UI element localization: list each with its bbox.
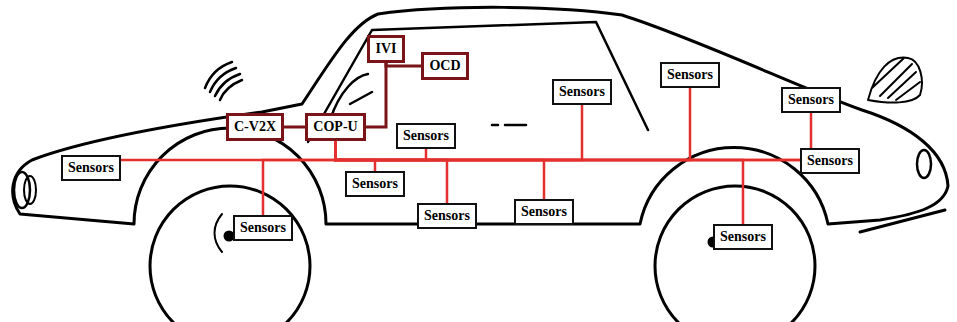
taillight [917, 150, 931, 178]
box-label: C-V2X [229, 119, 281, 135]
bus-line [336, 88, 691, 160]
front-hub [225, 232, 233, 240]
box-label: Sensors [802, 153, 858, 169]
signal-waves [205, 62, 242, 100]
rear-wheel [655, 186, 815, 322]
bus-line [336, 141, 744, 224]
sensor-box: Sensors [61, 155, 121, 181]
unit-box: COP-U [305, 113, 366, 141]
box-label: OCD [424, 58, 466, 74]
bus-line [263, 141, 336, 215]
bus-line [336, 105, 583, 160]
unit-box: OCD [421, 52, 469, 80]
sensor-box: Sensors [781, 87, 841, 113]
box-label: Sensors [662, 67, 718, 83]
sensor-box: Sensors [552, 79, 612, 105]
unit-link [366, 63, 386, 127]
sensor-box: Sensors [233, 215, 293, 241]
rear-bumper-line [860, 210, 945, 232]
box-label: Sensors [347, 176, 403, 192]
sensor-box: Sensors [345, 171, 405, 197]
box-label: Sensors [235, 220, 291, 236]
unit-link [284, 126, 305, 129]
front-wheel-mark [215, 214, 223, 252]
box-label: Sensors [783, 92, 839, 108]
sensor-box: Sensors [660, 62, 720, 88]
sensor-box: Sensors [713, 224, 773, 250]
box-label: Sensors [63, 160, 119, 176]
unit-box: C-V2X [226, 113, 284, 141]
rear-spoiler [868, 58, 922, 103]
box-label: Sensors [554, 84, 610, 100]
box-label: COP-U [308, 119, 363, 135]
box-label: Sensors [516, 204, 572, 220]
door-handle [492, 124, 526, 127]
unit-link [386, 63, 421, 66]
bus-line [121, 141, 336, 160]
car-body [13, 7, 948, 224]
headlight-inner [24, 176, 36, 204]
bus-line [336, 141, 448, 203]
sensor-box: Sensors [417, 203, 477, 229]
box-label: IVI [370, 41, 402, 57]
box-label: Sensors [398, 128, 454, 144]
bus-line [336, 141, 376, 171]
bus-line [336, 141, 545, 199]
bus-line [336, 113, 812, 160]
box-label: Sensors [419, 208, 475, 224]
sensor-box: Sensors [800, 148, 860, 174]
unit-box: IVI [367, 35, 405, 63]
sensor-box: Sensors [514, 199, 574, 225]
front-wheel [150, 186, 310, 322]
sensor-box: Sensors [396, 123, 456, 149]
box-label: Sensors [715, 229, 771, 245]
